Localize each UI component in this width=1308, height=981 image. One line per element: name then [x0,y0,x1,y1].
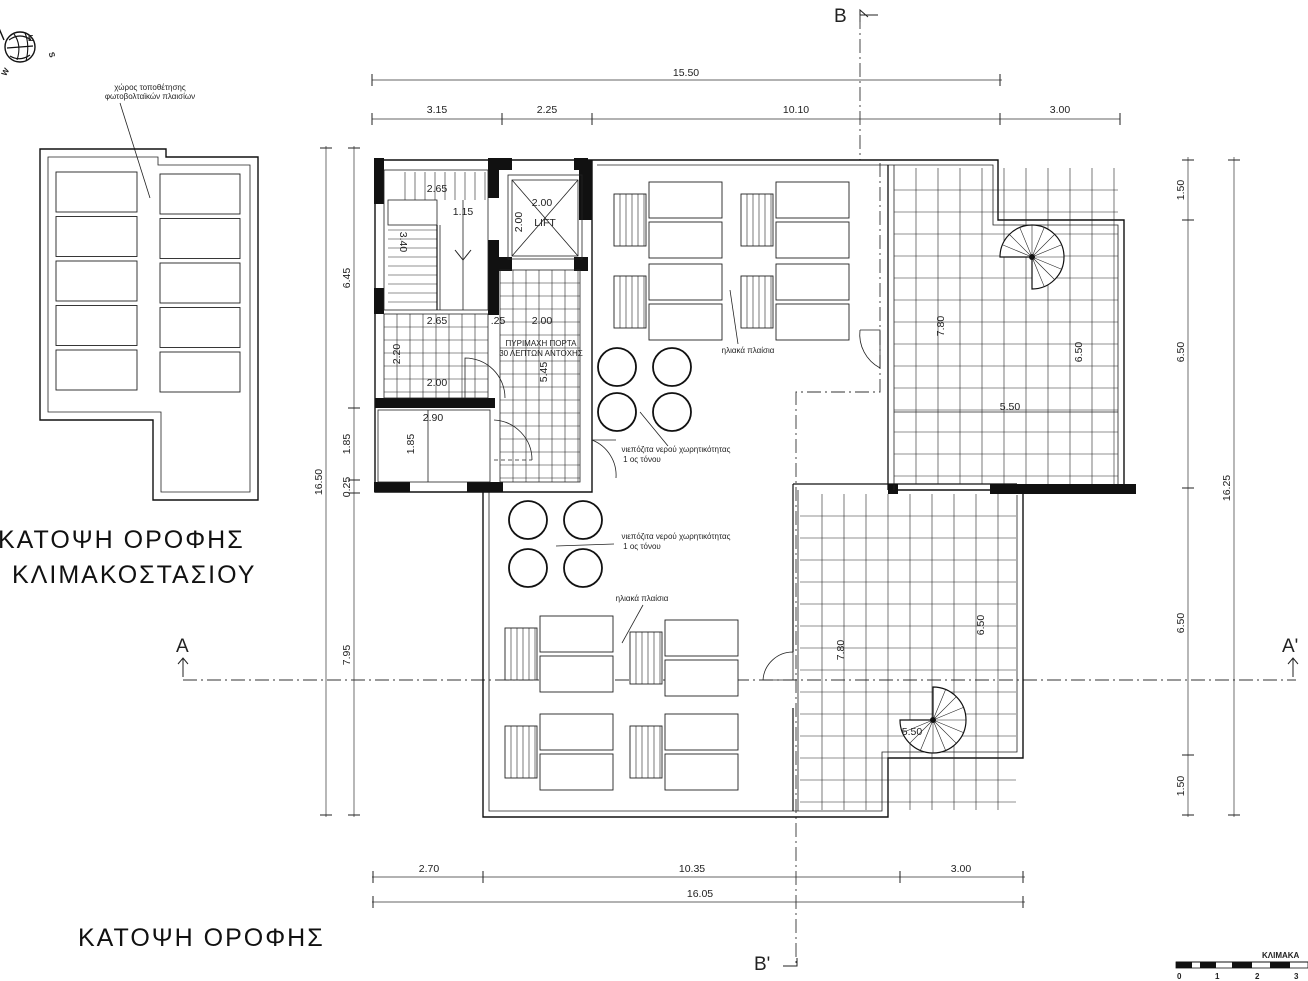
pv-panel-grid [55,171,241,393]
compass-w-label: W [0,66,11,77]
dim-terrace-top-h2: 6.50 [1073,342,1085,363]
solar-note-top: ηλιακά πλαίσια [722,346,775,355]
dim-left-2: 1.85 [341,434,353,455]
stair-core: 2.65 1.15 3.40 LIFT 2.00 2.00 2.65 .25 2… [377,169,617,483]
bottom-dimensions: 2.70 10.35 3.00 16.05 [372,863,1025,908]
compass-s-label: S [47,51,57,59]
tanks-note-top-line1: νιεπόζιτα νερού χωρητικότητας [621,445,730,454]
dim-lobby-w3: 2.00 [532,315,553,327]
dim-stair-width: 2.65 [427,183,448,195]
dim-bottom-3: 3.00 [951,863,972,875]
stair-roof-title-line2: ΚΛΙΜΑΚΟΣΤΑΣΙΟΥ [12,561,256,589]
section-mark-b: B [834,6,847,27]
dim-lobby-low: 2.00 [427,377,448,389]
solar-panels-lower [504,615,739,791]
scale-tick-3: 3 [1294,972,1299,981]
solar-panels-upper [613,181,850,341]
roof-plan-title: ΚΑΤΟΨΗ ΟΡΟΦΗΣ [78,924,325,952]
tanks-note-bottom-line1: νιεπόζιτα νερού χωρητικότητας [621,532,730,541]
dim-room-h: 1.85 [405,434,417,455]
dim-right-4: 1.50 [1175,776,1187,797]
section-mark-a: A [176,636,189,657]
dim-top-3: 10.10 [783,104,809,116]
door-upper-terrace [859,329,881,369]
dim-lift-w: 2.00 [532,197,553,209]
dim-terrace-top-w: 5.50 [1000,401,1021,413]
dim-right-2: 6.50 [1175,342,1187,363]
fire-door-note-line1: ΠΥΡΙΜΑΧΗ ΠΟΡΤΑ [506,339,578,348]
terrace-tiles [800,168,1118,810]
dim-terrace-top-h1: 7.80 [935,316,947,337]
section-mark-a-prime: A' [1282,636,1298,657]
dim-bottom-2: 10.35 [679,863,705,875]
water-tanks [508,347,692,588]
fire-door-swing [464,357,506,399]
dim-right-3: 6.50 [1175,613,1187,634]
dim-top-2: 2.25 [537,104,558,116]
stair-roof-plan: χώρος τοποθέτησης φωτοβολταϊκών πλαισίων [39,83,259,501]
top-dimensions: 15.50 3.15 2.25 10.10 3.00 [371,67,1121,125]
dim-right-1: 1.50 [1175,180,1187,201]
dim-left-4: 7.95 [341,645,353,666]
compass-icon: E W S [0,28,57,77]
spiral-stair-bottom [899,686,967,754]
dim-top-1: 3.15 [427,104,448,116]
spiral-stair-top [999,224,1065,290]
dim-terrace-bot-h2: 6.50 [975,615,987,636]
scale-tick-1: 1 [1215,972,1220,981]
stair-roof-title-line1: ΚΑΤΟΨΗ ΟΡΟΦΗΣ [0,526,245,554]
dim-lobby-depth: 5.45 [538,362,550,383]
section-lines: A A' B B' [176,6,1299,975]
door-lower-terrace [762,651,794,681]
solar-note-bottom: ηλιακά πλαίσια [616,594,669,603]
pv-area-note-line1: χώρος τοποθέτησης [114,83,186,92]
right-dimensions: 1.50 6.50 6.50 1.50 16.25 [1175,157,1240,817]
dim-left-1: 6.45 [341,268,353,289]
dim-lobby-w1: 2.65 [427,315,448,327]
tanks-note-top-line2: 1 ος τόνου [623,455,661,464]
lobby-tiles [383,269,581,483]
dim-left-overall: 16.50 [313,469,325,495]
stair-treads [387,172,486,303]
dim-left-3: 0.25 [341,477,353,498]
scale-tick-0: 0 [1177,972,1182,981]
dim-lobby-h: 2.20 [391,344,403,365]
dim-flight: 3.40 [397,232,409,253]
dim-top-4: 3.00 [1050,104,1071,116]
scale-label: ΚΛΙΜΑΚΑ [1262,951,1300,960]
left-dimensions: 16.50 6.45 1.85 0.25 7.95 [313,146,360,817]
section-mark-b-prime: B' [754,954,770,975]
terrace-doors [762,329,881,681]
dim-bottom-1: 2.70 [419,863,440,875]
pv-area-note-line2: φωτοβολταϊκών πλαισίων [105,92,195,101]
dim-right-overall: 16.25 [1221,475,1233,501]
dim-landing: 1.15 [453,206,474,218]
tanks-note-bottom-line2: 1 ος τόνου [623,542,661,551]
lift-label: LIFT [534,217,556,229]
compass-e-label: E [28,34,34,43]
dim-top-overall: 15.50 [673,67,699,79]
fire-door-note-line2: 30 ΛΕΠΤΩΝ ΑΝΤΟΧΗΣ [499,349,583,358]
dim-terrace-bot-h1: 7.80 [835,640,847,661]
dim-lift-h: 2.00 [513,212,525,233]
scale-bar: ΚΛΙΜΑΚΑ 0 1 2 3 [1175,951,1308,981]
dim-room-w: 2.90 [423,412,444,424]
dim-lobby-w2: .25 [491,315,506,327]
dim-terrace-bot-w: 5.50 [902,726,923,738]
dim-bottom-overall: 16.05 [687,888,713,900]
scale-tick-2: 2 [1255,972,1260,981]
